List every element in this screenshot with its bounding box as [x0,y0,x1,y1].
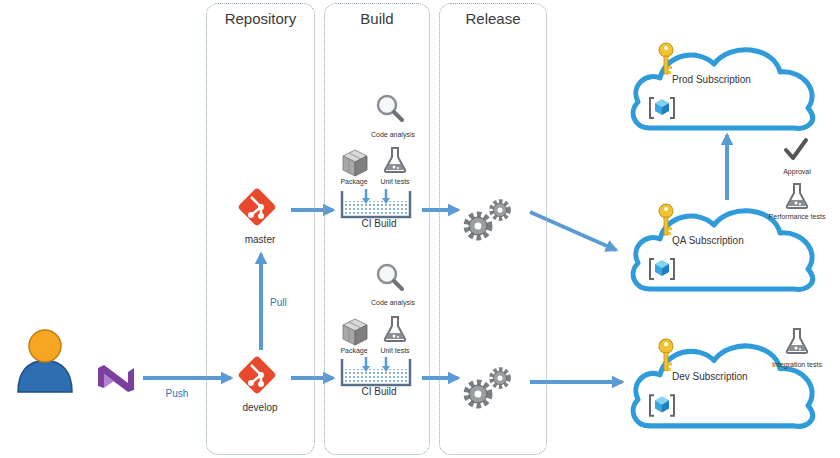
person-icon [18,330,72,392]
package-icon [343,150,367,176]
ci-build-box: CI Build [336,355,422,397]
icon-caption: Unit tests [380,347,409,354]
flow-arrow [725,135,729,200]
ci-build-box: CI Build [336,187,422,229]
git-branch: develop [232,353,288,419]
package-icon [343,319,367,345]
subscription-cloud: Dev Subscription [628,338,818,430]
subscription-cloud: Prod Subscription [628,42,818,132]
icon-caption: Package [340,347,367,354]
push-label: Push [166,388,189,399]
swimlane-band: Repository master develop [206,3,315,455]
unit-tests-icon [385,317,406,341]
key-icon [659,204,673,235]
icon-caption: Approval [783,168,811,175]
performance-tests-icon [787,184,808,208]
deploy-arrow [530,380,622,384]
service-icon [650,259,674,279]
icon-caption: Package [340,178,367,185]
lane-heading: Repository [207,10,314,27]
cloud-shape [628,42,818,132]
key-icon [659,339,673,371]
service-icon [650,395,674,415]
swimlane-band: Release [439,3,547,455]
release-arrow [422,376,458,380]
unit-tests-icon [385,148,406,172]
service-icon [650,98,674,118]
edge-label: Pull [269,297,288,308]
icon-caption: Code analysis [371,299,415,306]
node-label: Prod Subscription [672,74,751,85]
icon-caption: Performance tests [769,213,826,220]
ci-tray [336,187,416,219]
git-branch: master [232,185,288,251]
node-label: CI Build [336,218,422,229]
icon-caption: Integration tests [772,361,822,368]
icon-caption: Code analysis [371,131,415,138]
flow-arrow [291,376,333,380]
git-icon [237,355,277,395]
flow-arrow [291,208,333,212]
node-label: master [232,234,288,245]
release-gears [467,202,508,405]
deploy-arrow [530,212,616,250]
integration-tests-icon [787,329,808,353]
node-label: develop [232,402,288,413]
code-analysis-icon [378,265,402,289]
release-arrow [422,208,458,212]
icon-caption: Unit tests [380,178,409,185]
ci-tray [336,355,416,387]
cloud-shape [628,338,818,430]
approval-check [786,140,806,158]
node-label: CI Build [336,386,422,397]
lane-heading: Build [325,10,429,27]
flow-arrow [259,254,263,350]
swimlane-band: Build CI Build CI Build [324,3,430,455]
lane-heading: Release [440,10,546,27]
visual-studio-logo [98,365,134,392]
push-arrow [143,376,231,380]
node-label: Dev Subscription [672,371,748,382]
key-icon [659,43,673,74]
code-analysis-icon [378,96,402,120]
git-icon [237,187,277,227]
node-label: QA Subscription [672,235,744,246]
